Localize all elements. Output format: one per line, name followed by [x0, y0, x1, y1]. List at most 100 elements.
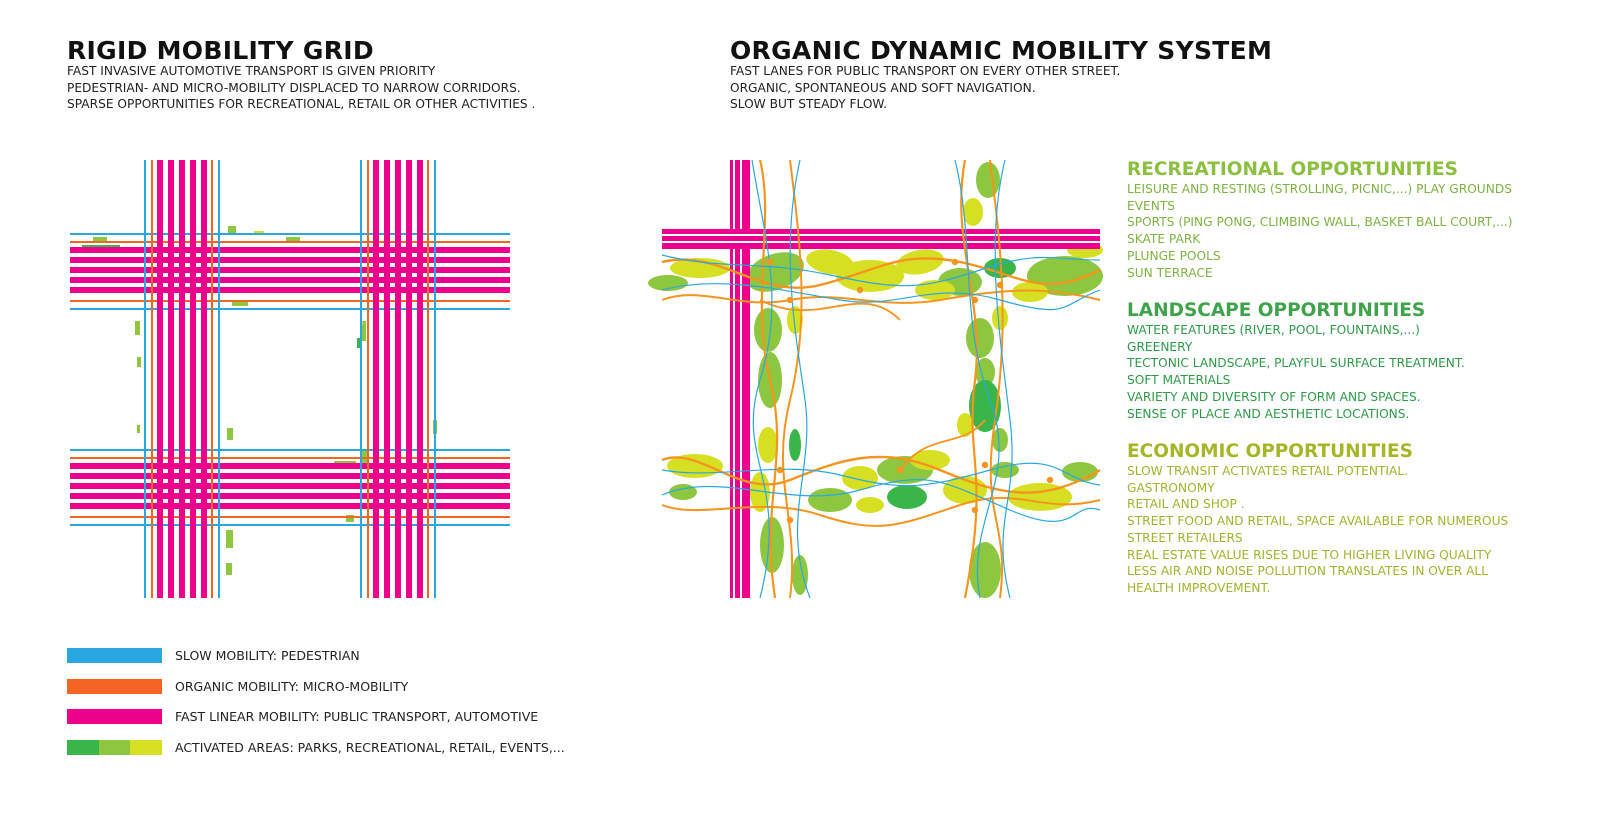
right-panel-line: SLOW BUT STEADY FLOW. [730, 97, 887, 112]
green-blob [792, 555, 808, 595]
micro-mobility-path [759, 299, 901, 321]
right-panel-description: FAST LANES FOR PUBLIC TRANSPORT ON EVERY… [730, 63, 1120, 113]
path-junction [951, 258, 959, 266]
micro-mobility-path [781, 159, 803, 599]
organic-activated-areas [648, 162, 1103, 598]
green-blob [669, 484, 697, 500]
left-panel-line: SPARSE OPPORTUNITIES FOR RECREATIONAL, R… [67, 97, 536, 112]
swatch-segment [98, 739, 131, 755]
lane-divider [740, 160, 742, 598]
landscape-item: WATER FEATURES (RIVER, POOL, FOUNTAINS,.… [1127, 323, 1420, 337]
green-patch [135, 321, 140, 335]
economic-title: ECONOMIC OPPORTUNITIES [1127, 441, 1413, 462]
economic-item: RETAIL AND SHOP . [1127, 497, 1245, 512]
green-patch [226, 563, 232, 575]
right-panel-title: ORGANIC DYNAMIC MOBILITY SYSTEM [730, 36, 1273, 65]
micro-mobility-path [661, 289, 1101, 304]
green-blob [966, 318, 994, 358]
green-patch [227, 428, 233, 440]
green-blob [984, 258, 1016, 278]
recreational-item: LEISURE AND RESTING (STROLLING, PICNIC,.… [1127, 182, 1512, 196]
landscape-item: SENSE OF PLACE AND AESTHETIC LOCATIONS. [1127, 406, 1410, 421]
pedestrian-path [954, 159, 1000, 599]
green-blob [1012, 282, 1048, 302]
green-blob [750, 472, 770, 512]
lane-divider [662, 234, 1100, 236]
path-junction [786, 516, 794, 524]
green-patch [334, 461, 356, 464]
green-blob [789, 429, 801, 461]
green-blob [896, 249, 944, 275]
recreational-item: SUN TERRACE [1127, 265, 1213, 280]
recreational-opportunities: RECREATIONAL OPPORTUNITIES LEISURE AND R… [1127, 159, 1512, 281]
fast-lane-horizontal [662, 229, 1100, 249]
path-junction [996, 281, 1004, 289]
green-patch [286, 237, 300, 242]
landscape-title: LANDSCAPE OPPORTUNITIES [1127, 300, 1426, 321]
green-blob [787, 306, 803, 334]
economic-item: LESS AIR AND NOISE POLLUTION TRANSLATES … [1127, 564, 1488, 579]
left-panel-description: FAST INVASIVE AUTOMOTIVE TRANSPORT IS GI… [67, 63, 535, 113]
green-patch [137, 357, 141, 367]
path-junction [981, 461, 989, 469]
rigid-mobility-lines [70, 160, 510, 598]
green-blob [963, 198, 983, 226]
micro-mobility-path [661, 257, 1101, 289]
green-blob [969, 542, 1001, 598]
green-patch [360, 321, 366, 341]
micro-mobility-path [960, 159, 978, 599]
recreational-title: RECREATIONAL OPPORTUNITIES [1127, 159, 1458, 180]
green-blob [1027, 256, 1103, 296]
green-blob [910, 450, 950, 470]
economic-list: SLOW TRANSIT ACTIVATES RETAIL POTENTIAL.… [1127, 463, 1508, 597]
left-panel-line: PEDESTRIAN- AND MICRO-MOBILITY DISPLACED… [67, 80, 521, 95]
left-panel-line: FAST INVASIVE AUTOMOTIVE TRANSPORT IS GI… [67, 64, 436, 78]
green-blob [836, 260, 904, 292]
legend-label: SLOW MOBILITY: PEDESTRIAN [175, 648, 360, 663]
legend-label: ORGANIC MOBILITY: MICRO-MOBILITY [175, 678, 409, 694]
green-patch [226, 530, 233, 548]
green-blob [758, 427, 778, 463]
pedestrian-path [661, 479, 1101, 522]
organic-fast-lanes [662, 160, 1100, 598]
economic-opportunities: ECONOMIC OPPORTUNITIES SLOW TRANSIT ACTI… [1127, 441, 1508, 597]
green-blob [992, 306, 1008, 330]
micro-mobility-path [989, 159, 1004, 599]
micro-mobility-path [758, 159, 779, 599]
economic-item: HEALTH IMPROVEMENT. [1127, 580, 1271, 595]
lane-divider [662, 241, 1100, 243]
landscape-item: SOFT MATERIALS [1127, 373, 1231, 388]
green-patch [361, 451, 367, 469]
right-panel-line: ORGANIC, SPONTANEOUS AND SOFT NAVIGATION… [730, 80, 1036, 95]
green-patch [346, 515, 354, 522]
path-junction [971, 506, 979, 514]
economic-item: SLOW TRANSIT ACTIVATES RETAIL POTENTIAL. [1127, 464, 1409, 478]
green-blob [760, 517, 784, 573]
green-patch [93, 237, 107, 243]
green-blob [842, 466, 878, 490]
recreational-item: PLUNGE POOLS [1127, 248, 1221, 263]
path-junction [786, 296, 794, 304]
swatch-segment [67, 678, 162, 694]
legend-label: ACTIVATED AREAS: PARKS, RECREATIONAL, RE… [175, 739, 565, 755]
path-junction [1046, 476, 1054, 484]
recreational-list: LEISURE AND RESTING (STROLLING, PICNIC,.… [1127, 181, 1512, 281]
legend-swatch-magenta [67, 709, 162, 724]
pedestrian-path [661, 283, 1101, 311]
recreational-item: EVENTS [1127, 198, 1176, 213]
economic-item: REAL ESTATE VALUE RISES DUE TO HIGHER LI… [1127, 547, 1492, 562]
landscape-item: VARIETY AND DIVERSITY OF FORM AND SPACES… [1127, 389, 1421, 404]
swatch-segment [67, 709, 162, 724]
green-blob [957, 413, 973, 437]
green-blob [992, 428, 1008, 452]
pedestrian-path [994, 159, 1013, 599]
pedestrian-path [751, 159, 773, 599]
green-patch [137, 425, 140, 433]
swatch-segment [67, 739, 99, 755]
landscape-list: WATER FEATURES (RIVER, POOL, FOUNTAINS,.… [1127, 322, 1465, 422]
landscape-item: TECTONIC LANDSCAPE, PLAYFUL SURFACE TREA… [1127, 356, 1465, 371]
green-patch [228, 226, 236, 234]
path-junction [766, 258, 774, 266]
legend-swatch-orange [67, 678, 162, 694]
